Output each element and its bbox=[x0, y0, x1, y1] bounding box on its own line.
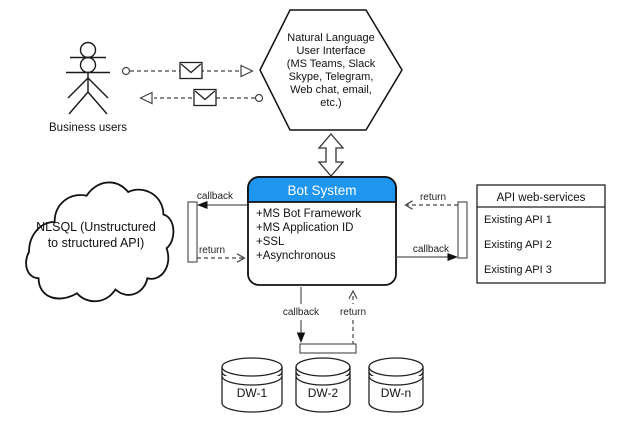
dw-sequence-edges: callback return bbox=[283, 287, 366, 354]
actor-head-icon bbox=[79, 41, 97, 59]
database-cylinder-icon bbox=[221, 357, 283, 377]
api-sequence-edges: return callback bbox=[396, 192, 468, 261]
api-item: Existing API 1 bbox=[484, 214, 552, 226]
database-cylinder-icon bbox=[295, 357, 351, 377]
nlsql-sequence-edges: callback return bbox=[187, 191, 248, 263]
cloud-line: to structured API) bbox=[48, 236, 145, 250]
dw-label: DW-2 bbox=[308, 386, 339, 400]
bot-feature: +MS Bot Framework bbox=[256, 208, 361, 220]
edge-label-return: return bbox=[199, 245, 225, 256]
api-item: Existing API 3 bbox=[484, 264, 552, 276]
message-flow-response bbox=[139, 88, 264, 107]
activation-bar bbox=[457, 201, 468, 259]
arrowhead-left-icon bbox=[197, 201, 208, 209]
activation-bar bbox=[299, 343, 357, 354]
arrowhead-left-icon bbox=[404, 200, 413, 210]
edge-label-callback: callback bbox=[283, 307, 320, 318]
cloud-line: NLSQL (Unstructured bbox=[36, 220, 156, 234]
arrowhead-down-icon bbox=[296, 332, 306, 343]
arrowhead-up-icon bbox=[348, 289, 358, 299]
actor-body-icon bbox=[79, 56, 97, 74]
arrowhead-right-icon bbox=[236, 253, 246, 263]
business-users-actor: Business users bbox=[49, 41, 127, 134]
edge-label-return: return bbox=[420, 192, 446, 203]
nlui-hexagon-node: Natural Language User Interface (MS Team… bbox=[259, 9, 403, 131]
cloud-shape bbox=[26, 182, 173, 301]
bot-system-title: Bot System bbox=[287, 183, 356, 198]
flow-start-dot bbox=[121, 66, 131, 76]
dw-label: DW-n bbox=[381, 386, 411, 400]
api-item: Existing API 2 bbox=[484, 239, 552, 251]
envelope-icon bbox=[193, 88, 217, 107]
hexagon-line: etc.) bbox=[320, 97, 341, 109]
nlsql-cloud-node: NLSQL (Unstructured to structured API) bbox=[26, 182, 173, 301]
arrowhead-left-icon bbox=[139, 91, 153, 105]
dw-label: DW-1 bbox=[237, 386, 268, 400]
hexagon-line: Web chat, email, bbox=[290, 84, 372, 96]
bot-system-node: Bot System +MS Bot Framework +MS Applica… bbox=[247, 176, 397, 286]
flow-start-dot bbox=[254, 93, 264, 103]
dw-n-database: DW-n bbox=[368, 357, 424, 413]
envelope-icon bbox=[179, 61, 203, 80]
api-services-node: API web-services Existing API 1 Existing… bbox=[476, 184, 606, 284]
arrowhead-right-icon bbox=[240, 64, 254, 78]
hexagon-line: Skype, Telegram, bbox=[289, 71, 374, 83]
bot-feature: +MS Application ID bbox=[256, 222, 353, 234]
hexagon-line: (MS Teams, Slack bbox=[287, 58, 376, 70]
bot-feature: +Asynchronous bbox=[256, 250, 336, 262]
hexagon-line: Natural Language bbox=[287, 32, 374, 44]
message-flow-request bbox=[121, 61, 254, 80]
arrowhead-right-icon bbox=[447, 253, 458, 261]
actor-label: Business users bbox=[49, 122, 127, 134]
database-cylinder-icon bbox=[368, 357, 424, 377]
hexagon-line: User Interface bbox=[296, 45, 365, 57]
dw-2-database: DW-2 bbox=[295, 357, 351, 413]
dw-1-database: DW-1 bbox=[221, 357, 283, 413]
double-arrow-icon bbox=[317, 133, 345, 177]
edge-label-callback: callback bbox=[197, 191, 234, 202]
api-services-title: API web-services bbox=[497, 192, 586, 204]
activation-bar bbox=[187, 201, 198, 263]
bot-system-header bbox=[247, 176, 397, 203]
bot-feature: +SSL bbox=[256, 236, 285, 248]
edge-label-callback: callback bbox=[413, 244, 450, 255]
edge-label-return: return bbox=[340, 307, 366, 318]
